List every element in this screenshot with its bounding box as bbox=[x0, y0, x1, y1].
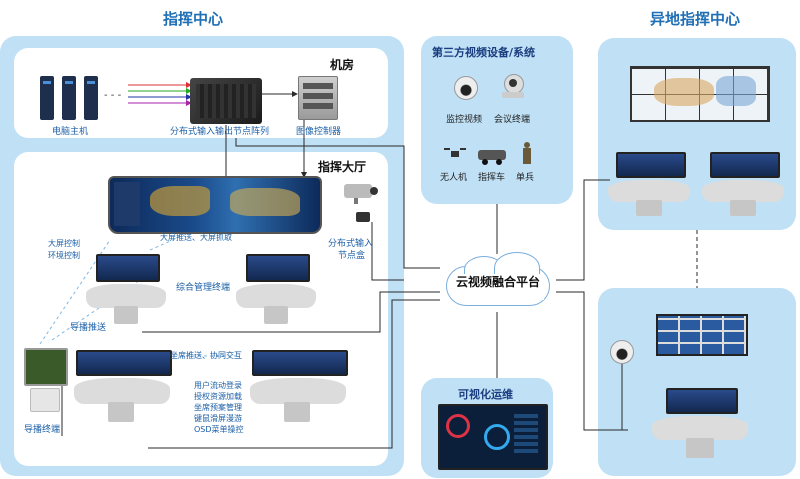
third-party-item: 单兵 bbox=[516, 173, 535, 183]
remote-desk-left bbox=[608, 152, 690, 216]
seat-desk-right bbox=[250, 350, 348, 422]
feature-item: 授权资源加载 bbox=[194, 392, 242, 401]
soldier-icon bbox=[522, 142, 532, 164]
feature-item: OSD菜单操控 bbox=[194, 425, 244, 434]
third-party-item: 指挥车 bbox=[478, 173, 506, 183]
hall-title: 指挥大厅 bbox=[318, 160, 367, 174]
remote-screen-grid bbox=[656, 314, 748, 356]
surveillance-camera-icon bbox=[454, 76, 478, 100]
image-controller-label: 图像控制器 bbox=[296, 127, 342, 137]
cloud-platform: 云视频融合平台 bbox=[434, 252, 560, 314]
seat-desk-left bbox=[74, 350, 172, 422]
remote-dome-camera-icon bbox=[610, 340, 634, 364]
pc-host-label: 电脑主机 bbox=[52, 127, 89, 137]
third-party-item: 监控视频 bbox=[446, 115, 483, 125]
pc-host-icon bbox=[40, 76, 110, 120]
cloud-platform-label: 云视频融合平台 bbox=[455, 275, 540, 289]
image-controller-icon bbox=[298, 76, 338, 120]
feature-list: 用户流动登录 授权资源加载 坐席预案管理 键鼠滑屏漫游 OSD菜单操控 bbox=[194, 380, 244, 435]
third-party-title: 第三方视频设备/系统 bbox=[432, 46, 536, 59]
remote-desk-bottom bbox=[652, 388, 748, 458]
guide-push-label: 导播推送 bbox=[70, 323, 107, 333]
video-wall bbox=[108, 176, 322, 234]
screen-push-label: 大屏推送、大屏抓取 bbox=[160, 233, 232, 242]
seat-push-label: 坐席推送、协同交互 bbox=[170, 351, 242, 360]
remote-center-title: 异地指挥中心 bbox=[650, 10, 741, 28]
integrated-terminal-desk-left bbox=[86, 254, 166, 324]
matrix-device-icon bbox=[190, 78, 262, 124]
feature-item: 键鼠滑屏漫游 bbox=[194, 414, 242, 423]
screen-control-label: 大屏控制 bbox=[48, 239, 80, 248]
input-node-box-icon bbox=[356, 212, 370, 222]
feature-item: 坐席预案管理 bbox=[194, 403, 242, 412]
matrix-label: 分布式输入输出节点阵列 bbox=[170, 127, 270, 137]
third-party-item: 无人机 bbox=[440, 173, 468, 183]
machine-room-title: 机房 bbox=[330, 58, 355, 72]
third-party-panel bbox=[421, 36, 573, 204]
guide-terminal-icon bbox=[24, 348, 68, 412]
feature-item: 用户流动登录 bbox=[194, 381, 242, 390]
third-party-item: 会议终端 bbox=[494, 115, 531, 125]
drone-icon bbox=[444, 146, 466, 162]
input-node-label-2: 节点盒 bbox=[338, 251, 366, 261]
pc-more-dots: - - - bbox=[104, 90, 122, 101]
env-control-label: 环境控制 bbox=[48, 251, 80, 260]
conference-terminal-icon bbox=[500, 74, 526, 100]
input-node-label-1: 分布式输入 bbox=[328, 239, 374, 249]
ops-title: 可视化运维 bbox=[458, 388, 513, 401]
pc-to-matrix-arrows bbox=[128, 82, 192, 106]
integrated-terminal-label: 综合管理终端 bbox=[176, 283, 231, 293]
remote-desk-right bbox=[702, 152, 784, 216]
integrated-terminal-desk-right bbox=[236, 254, 316, 324]
command-center-title: 指挥中心 bbox=[163, 10, 224, 28]
command-vehicle-icon bbox=[478, 146, 506, 165]
guide-terminal-label: 导播终端 bbox=[24, 425, 61, 435]
remote-video-wall bbox=[630, 66, 770, 122]
camera-icon bbox=[344, 178, 380, 204]
ops-dashboard bbox=[438, 404, 548, 470]
